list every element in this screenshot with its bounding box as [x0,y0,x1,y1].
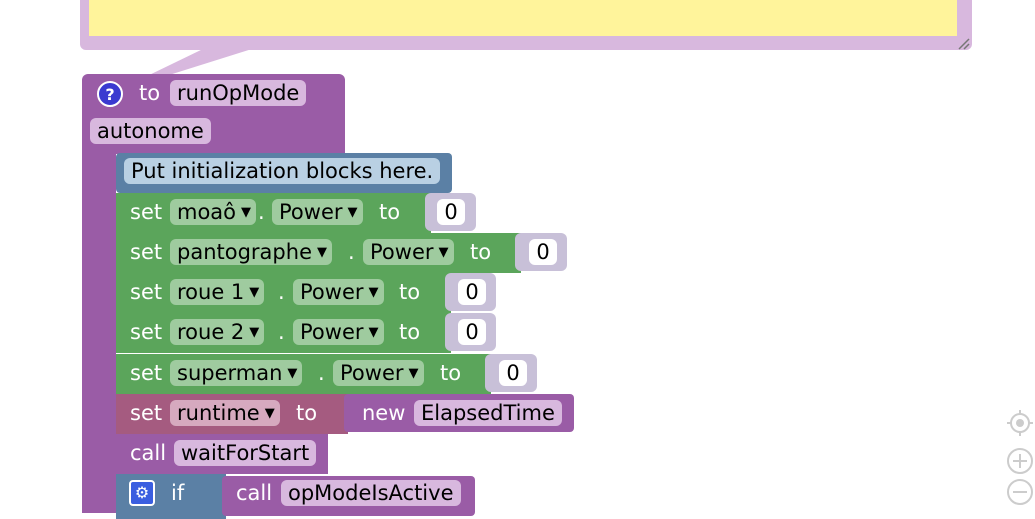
set-label: set [130,280,163,304]
class-name-field[interactable]: ElapsedTime [414,400,562,426]
minus-icon [1007,479,1033,505]
set-label: set [130,320,163,344]
help-icon[interactable]: ? [97,81,123,107]
set-label: set [130,200,163,224]
device-dropdown[interactable]: moaô ▼ [170,199,257,225]
property-name: Power [300,320,364,344]
set-label: set [130,401,163,425]
function-name-field[interactable]: runOpMode [170,80,307,106]
zoom-out-button[interactable] [1006,478,1034,506]
to-label: to [379,200,401,224]
procedure-comment-field[interactable]: autonome [90,118,211,144]
to-label: to [399,320,421,344]
property-name: Power [370,240,434,264]
new-label: new [362,401,406,425]
variable-name: runtime [177,401,260,425]
function-name-field[interactable]: opModeIsActive [281,480,461,506]
to-label: to [296,401,318,425]
property-dropdown[interactable]: Power ▼ [293,319,384,345]
device-dropdown[interactable]: pantographe ▼ [170,239,332,265]
comment-note-textarea[interactable] [89,0,957,36]
device-dropdown[interactable]: roue 2 ▼ [170,319,265,345]
device-dropdown[interactable]: roue 1 ▼ [170,279,265,305]
property-dropdown[interactable]: Power ▼ [272,199,363,225]
dropdown-arrow-icon: ▼ [316,245,327,260]
dropdown-arrow-icon: ▼ [249,285,260,300]
value-field[interactable]: 0 [437,199,465,225]
device-dropdown[interactable]: superman ▼ [170,360,303,386]
procedure-block-spine [82,150,116,513]
resize-handle-icon[interactable] [957,36,971,50]
dot-label: . [318,361,325,385]
value-field[interactable]: 0 [458,319,486,345]
value-field[interactable]: 0 [529,239,557,265]
dropdown-arrow-icon: ▼ [368,285,379,300]
dropdown-arrow-icon: ▼ [347,205,358,220]
value-field[interactable]: 0 [458,279,486,305]
dropdown-arrow-icon: ▼ [287,366,298,381]
dropdown-arrow-icon: ▼ [264,406,275,421]
if-label: if [171,481,185,505]
to-label: to [470,240,492,264]
function-name-field[interactable]: waitForStart [174,440,317,466]
property-dropdown[interactable]: Power ▼ [333,360,424,386]
dropdown-arrow-icon: ▼ [249,325,260,340]
dot-label: . [278,280,285,304]
to-label: to [399,280,421,304]
device-name: roue 1 [177,280,245,304]
device-name: pantographe [177,240,312,264]
to-label: to [139,81,161,105]
device-name: moaô [177,200,237,224]
plus-icon [1007,448,1033,474]
to-label: to [440,361,462,385]
variable-dropdown[interactable]: runtime ▼ [170,400,280,426]
target-icon [1007,410,1033,436]
dot-label: . [278,320,285,344]
property-dropdown[interactable]: Power ▼ [363,239,454,265]
dropdown-arrow-icon: ▼ [408,366,419,381]
zoom-center-button[interactable] [1006,409,1034,437]
property-name: Power [340,361,404,385]
zoom-in-button[interactable] [1006,447,1034,475]
set-label: set [130,240,163,264]
dot-label: . [258,200,265,224]
set-label: set [130,361,163,385]
init-comment-text[interactable]: Put initialization blocks here. [124,158,441,184]
property-name: Power [279,200,343,224]
dropdown-arrow-icon: ▼ [368,325,379,340]
dropdown-arrow-icon: ▼ [241,205,252,220]
help-glyph: ? [105,85,115,104]
dot-label: . [348,240,355,264]
value-field[interactable]: 0 [499,360,527,386]
device-name: roue 2 [177,320,245,344]
property-name: Power [300,280,364,304]
gear-icon[interactable]: ⚙ [129,480,155,506]
property-dropdown[interactable]: Power ▼ [293,279,384,305]
call-label: call [130,441,167,465]
dropdown-arrow-icon: ▼ [438,245,449,260]
device-name: superman [177,361,283,385]
call-label: call [236,481,273,505]
